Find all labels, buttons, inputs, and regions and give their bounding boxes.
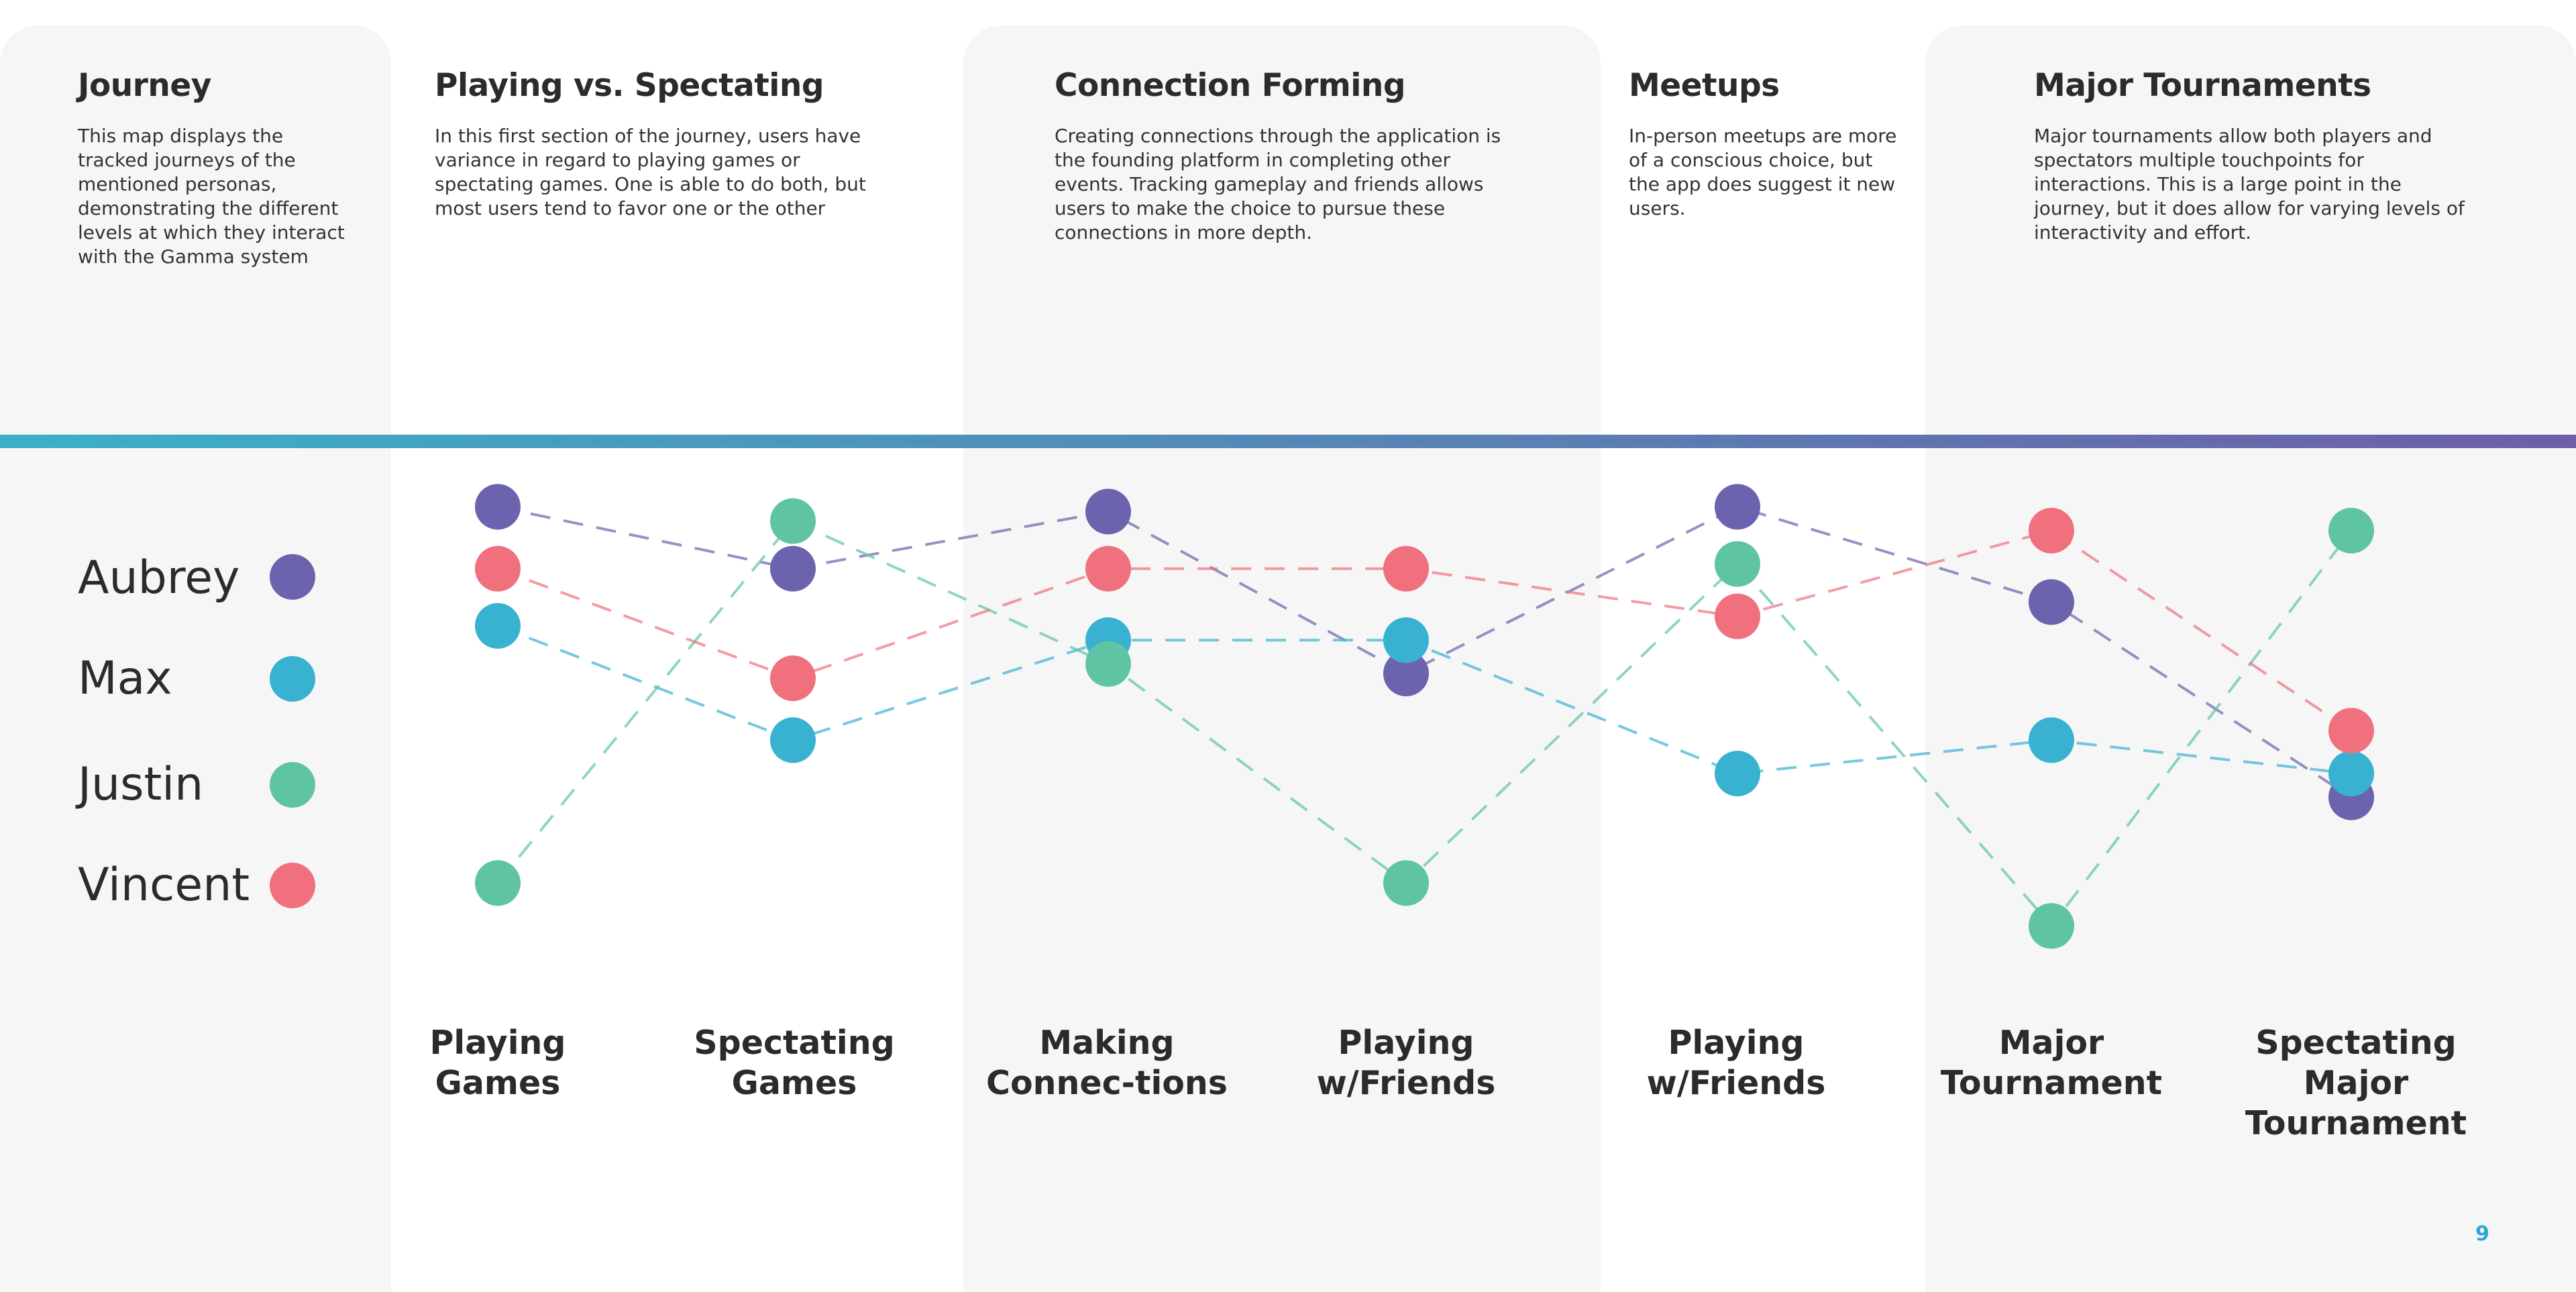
page-number: 9 bbox=[2475, 1222, 2489, 1246]
section-title: Journey bbox=[78, 67, 211, 104]
data-point-aubrey-4 bbox=[1715, 484, 1760, 530]
stage-label: Playing Games bbox=[429, 1024, 566, 1102]
stage-label: Playing w/Friends bbox=[1316, 1024, 1496, 1102]
section-playing-vs-spectating: Playing vs. Spectating In this first sec… bbox=[435, 67, 904, 221]
section-journey: Journey This map displays the tracked jo… bbox=[78, 67, 346, 269]
data-point-aubrey-2 bbox=[1085, 488, 1131, 535]
data-point-max-5 bbox=[2029, 717, 2074, 763]
data-point-vincent-3 bbox=[1383, 545, 1429, 592]
stage-label: Spectating Games bbox=[694, 1024, 895, 1102]
data-point-vincent-4 bbox=[1715, 593, 1760, 639]
section-title: Connection Forming bbox=[1055, 67, 1406, 104]
section-text: In this first section of the journey, us… bbox=[435, 125, 866, 219]
stage-label: Playing w/Friends bbox=[1646, 1024, 1826, 1102]
data-point-vincent-0 bbox=[475, 545, 521, 592]
data-point-aubrey-0 bbox=[475, 484, 521, 530]
data-point-aubrey-1 bbox=[770, 545, 816, 592]
section-panel-major-tournaments bbox=[1925, 25, 2576, 1292]
legend-label-justin: Justin bbox=[78, 758, 204, 811]
legend-label-vincent: Vincent bbox=[78, 859, 250, 912]
data-point-justin-3 bbox=[1383, 860, 1429, 906]
stage-label: Spectating Major Tournament bbox=[2245, 1024, 2467, 1142]
data-point-vincent-1 bbox=[770, 655, 816, 702]
section-text: Creating connections through the applica… bbox=[1055, 125, 1501, 244]
data-point-aubrey-5 bbox=[2029, 579, 2074, 625]
data-point-aubrey-3 bbox=[1383, 651, 1429, 696]
legend-dot-max bbox=[270, 656, 315, 702]
section-meetups: Meetups In-person meetups are more of a … bbox=[1629, 67, 1897, 221]
section-text: This map displays the tracked journeys o… bbox=[78, 125, 345, 268]
data-point-max-6 bbox=[2328, 751, 2374, 797]
data-point-max-0 bbox=[475, 603, 521, 649]
section-text: Major tournaments allow both players and… bbox=[2034, 125, 2465, 244]
data-point-vincent-6 bbox=[2328, 708, 2374, 754]
section-major-tournaments: Major Tournaments Major tournaments allo… bbox=[2034, 67, 2470, 245]
data-point-vincent-2 bbox=[1085, 545, 1131, 592]
data-point-justin-2 bbox=[1085, 641, 1131, 687]
data-point-justin-0 bbox=[475, 860, 521, 906]
stage-label: Making Connec-tions bbox=[986, 1024, 1228, 1102]
data-point-justin-1 bbox=[770, 498, 816, 544]
legend-dot-justin bbox=[270, 762, 315, 808]
data-point-justin-5 bbox=[2029, 903, 2074, 949]
data-point-justin-4 bbox=[1715, 541, 1760, 587]
section-title: Meetups bbox=[1629, 67, 1780, 104]
legend-dot-vincent bbox=[270, 863, 315, 908]
section-connection-forming: Connection Forming Creating connections … bbox=[1055, 67, 1524, 245]
section-panel-connection-forming bbox=[963, 25, 1601, 1292]
timeline-divider-bar bbox=[0, 435, 2576, 448]
section-panel-journey bbox=[0, 25, 391, 1292]
legend-label-aubrey: Aubrey bbox=[78, 551, 240, 604]
data-point-vincent-5 bbox=[2029, 508, 2074, 553]
section-text: In-person meetups are more of a consciou… bbox=[1629, 125, 1897, 219]
legend-label-max: Max bbox=[78, 652, 172, 705]
section-title: Major Tournaments bbox=[2034, 67, 2371, 104]
data-point-max-3 bbox=[1383, 617, 1429, 663]
stage-label: Major Tournament bbox=[1940, 1024, 2163, 1102]
legend-dot-aubrey bbox=[270, 554, 315, 600]
data-point-max-4 bbox=[1715, 751, 1760, 797]
section-title: Playing vs. Spectating bbox=[435, 67, 824, 104]
data-point-max-1 bbox=[770, 717, 816, 763]
data-point-justin-6 bbox=[2328, 508, 2374, 553]
